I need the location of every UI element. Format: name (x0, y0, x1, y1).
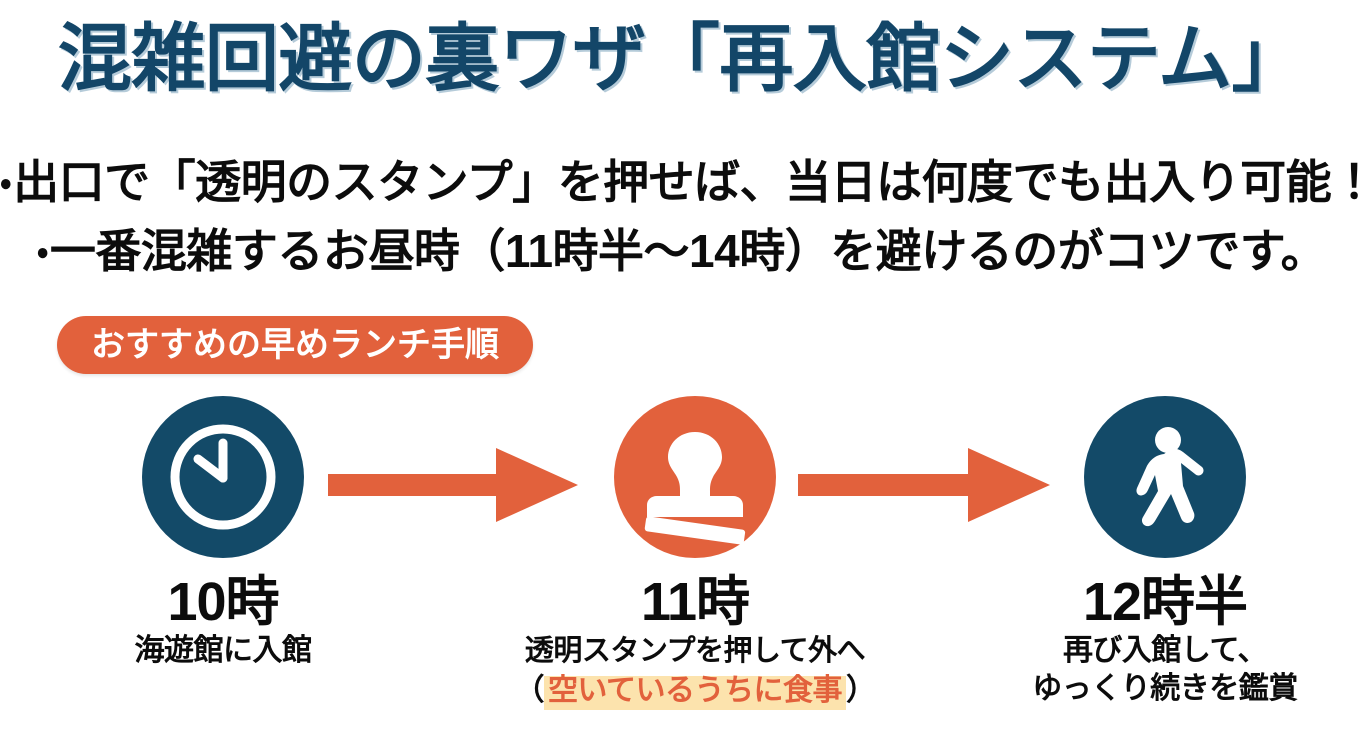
step-1-description: 海遊館に入館 (134, 634, 313, 667)
step-3: 12時半 再び入館して、 ゆっくり続きを鑑賞 (955, 392, 1363, 708)
bullet-marker-1: ・ (0, 164, 12, 202)
bullet-marker-2: ・ (36, 233, 49, 271)
step-1-icon-circle (142, 396, 304, 558)
step-2-time: 11時 (640, 572, 750, 632)
step-2: 11時 透明スタンプを押して外へ （空いているうちに食事） (485, 392, 905, 711)
step-1-time: 10時 (167, 572, 279, 632)
step-3-time: 12時半 (1082, 572, 1248, 632)
step-2-note: （空いているうちに食事） (485, 671, 905, 711)
step-3-description-line1: 再び入館して、 (1062, 634, 1268, 667)
step-2-note-highlight: 空いているうちに食事 (543, 674, 847, 710)
clock-icon (170, 424, 276, 530)
right-arrow-icon (798, 448, 1050, 522)
step-2-description: 透明スタンプを押して外へ (524, 635, 866, 667)
arrow-step2-to-step3 (798, 448, 1050, 522)
recommended-lunch-badge: おすすめの早めランチ手順 (57, 316, 533, 374)
right-arrow-icon (328, 448, 578, 522)
steps-row: 10時 海遊館に入館 11時 透明スタンプを押して外へ （空いているうちに食事） (0, 392, 1363, 740)
step-2-note-close-paren: ） (846, 674, 876, 707)
step-2-icon-circle (614, 396, 776, 558)
bullet-text-2: 一番混雑するお昼時（11時半〜14時）を避けるのがコツです。 (49, 225, 1327, 277)
walking-person-icon (1136, 427, 1204, 527)
stamp-icon (644, 432, 746, 545)
bullet-item-2: ・一番混雑するお昼時（11時半〜14時）を避けるのがコツです。 (0, 217, 1363, 286)
page-title: 混雑回避の裏ワザ「再入館システム」 (57, 17, 1306, 100)
bullet-text-1: 出口で「透明のスタンプ」を押せば、当日は何度でも出入り可能！ (13, 156, 1363, 208)
step-3-icon-circle (1084, 396, 1246, 558)
step-1: 10時 海遊館に入館 (13, 392, 433, 670)
bullet-item-1: ・出口で「透明のスタンプ」を押せば、当日は何度でも出入り可能！ (0, 148, 1363, 217)
bullet-list: ・出口で「透明のスタンプ」を押せば、当日は何度でも出入り可能！ ・一番混雑するお… (0, 148, 1363, 286)
arrow-step1-to-step2 (328, 448, 578, 522)
step-3-description-line2: ゆっくり続きを鑑賞 (1032, 672, 1298, 705)
step-2-note-open-paren: （ (514, 674, 544, 707)
